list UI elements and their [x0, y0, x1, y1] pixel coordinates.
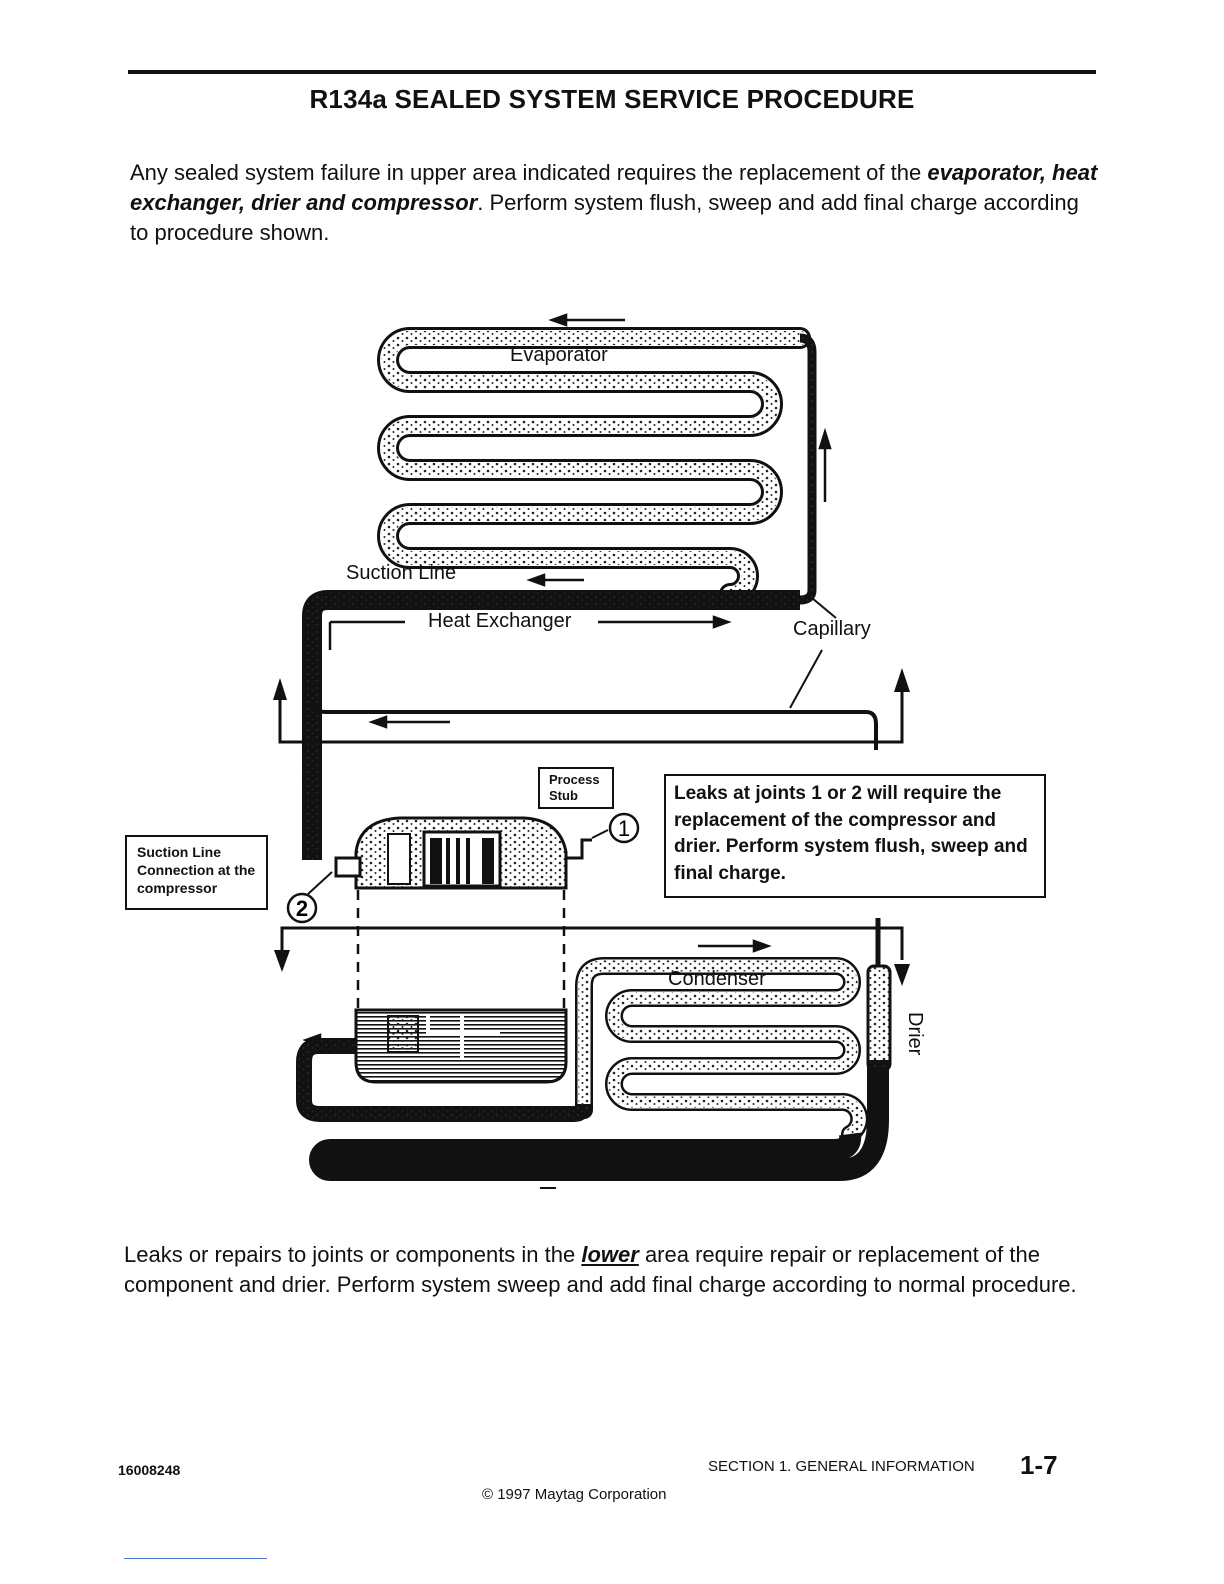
arrow-up-icon	[894, 668, 910, 692]
page-number: 1-7	[1020, 1450, 1058, 1480]
closing-text-before: Leaks or repairs to joints or components…	[124, 1242, 582, 1267]
arrow-left-icon	[368, 715, 388, 729]
arrow-up-icon	[273, 678, 287, 700]
page-title: R134a SEALED SYSTEM SERVICE PROCEDURE	[309, 84, 915, 114]
capillary-label: Capillary	[793, 618, 871, 640]
closing-paragraph: Leaks or repairs to joints or components…	[124, 1240, 1109, 1300]
drier-component	[866, 918, 892, 1072]
intro-emphasis: evaporator, heat exchanger, drier and co…	[130, 160, 1098, 215]
condenser-coil	[575, 957, 869, 1143]
closing-emphasis: lower	[581, 1242, 639, 1267]
joint-marker-1	[608, 812, 640, 844]
arrow-right-icon	[712, 615, 732, 629]
arrow-down-icon	[894, 964, 910, 986]
joint-leak-note: Leaks at joints 1 or 2 will require the …	[664, 774, 1046, 898]
yoder-heater-loop-label: Yoder Heater Loop	[358, 1144, 517, 1165]
compressor-dashed-link	[302, 740, 566, 1010]
heat-exchanger-label: Heat Exchanger	[428, 610, 572, 632]
arrow-left-icon	[548, 313, 568, 327]
process-stub-pointer	[591, 829, 609, 839]
evaporator-coil	[377, 327, 811, 605]
intro-text-before: Any sealed system failure in upper area …	[130, 160, 928, 185]
intro-text-after: . Perform system flush, sweep and add fi…	[130, 190, 1079, 245]
joint-marker-2	[286, 871, 333, 924]
condenser-label: Condenser	[668, 968, 766, 990]
closing-text-after: area require repair or replacement of th…	[124, 1242, 1077, 1297]
upper-area-bracket	[273, 668, 910, 744]
suction-connection-box: Suction Line Connection at the compresso…	[125, 835, 268, 910]
suction-line-label: Suction Line	[346, 562, 457, 584]
header-rule	[128, 70, 1096, 74]
heat-exchanger-loop	[302, 590, 878, 860]
intro-paragraph: Any sealed system failure in upper area …	[130, 158, 1100, 248]
drier-label: Drier	[904, 1012, 926, 1056]
joint-label-2: 2	[296, 896, 308, 921]
lower-area-bracket	[274, 926, 910, 986]
section-title: SECTION 1. GENERAL INFORMATION	[708, 1458, 975, 1475]
copyright: © 1997 Maytag Corporation	[482, 1486, 667, 1503]
arrow-up-icon	[818, 427, 832, 450]
arrow-down-icon	[274, 950, 290, 972]
compressor-lower	[354, 1008, 568, 1084]
capillary-pointer	[789, 649, 823, 709]
footer-divider	[124, 1558, 267, 1559]
process-stub-box: Process Stub	[538, 767, 614, 809]
document-number: 16008248	[118, 1462, 181, 1478]
compressor-upper	[334, 816, 592, 890]
arrow-right-icon	[752, 939, 772, 953]
evaporator-label: Evaporator	[510, 344, 608, 366]
yoder-heater-loop	[309, 1060, 889, 1181]
joint-label-1: 1	[618, 816, 630, 841]
arrow-left-icon	[526, 573, 546, 587]
